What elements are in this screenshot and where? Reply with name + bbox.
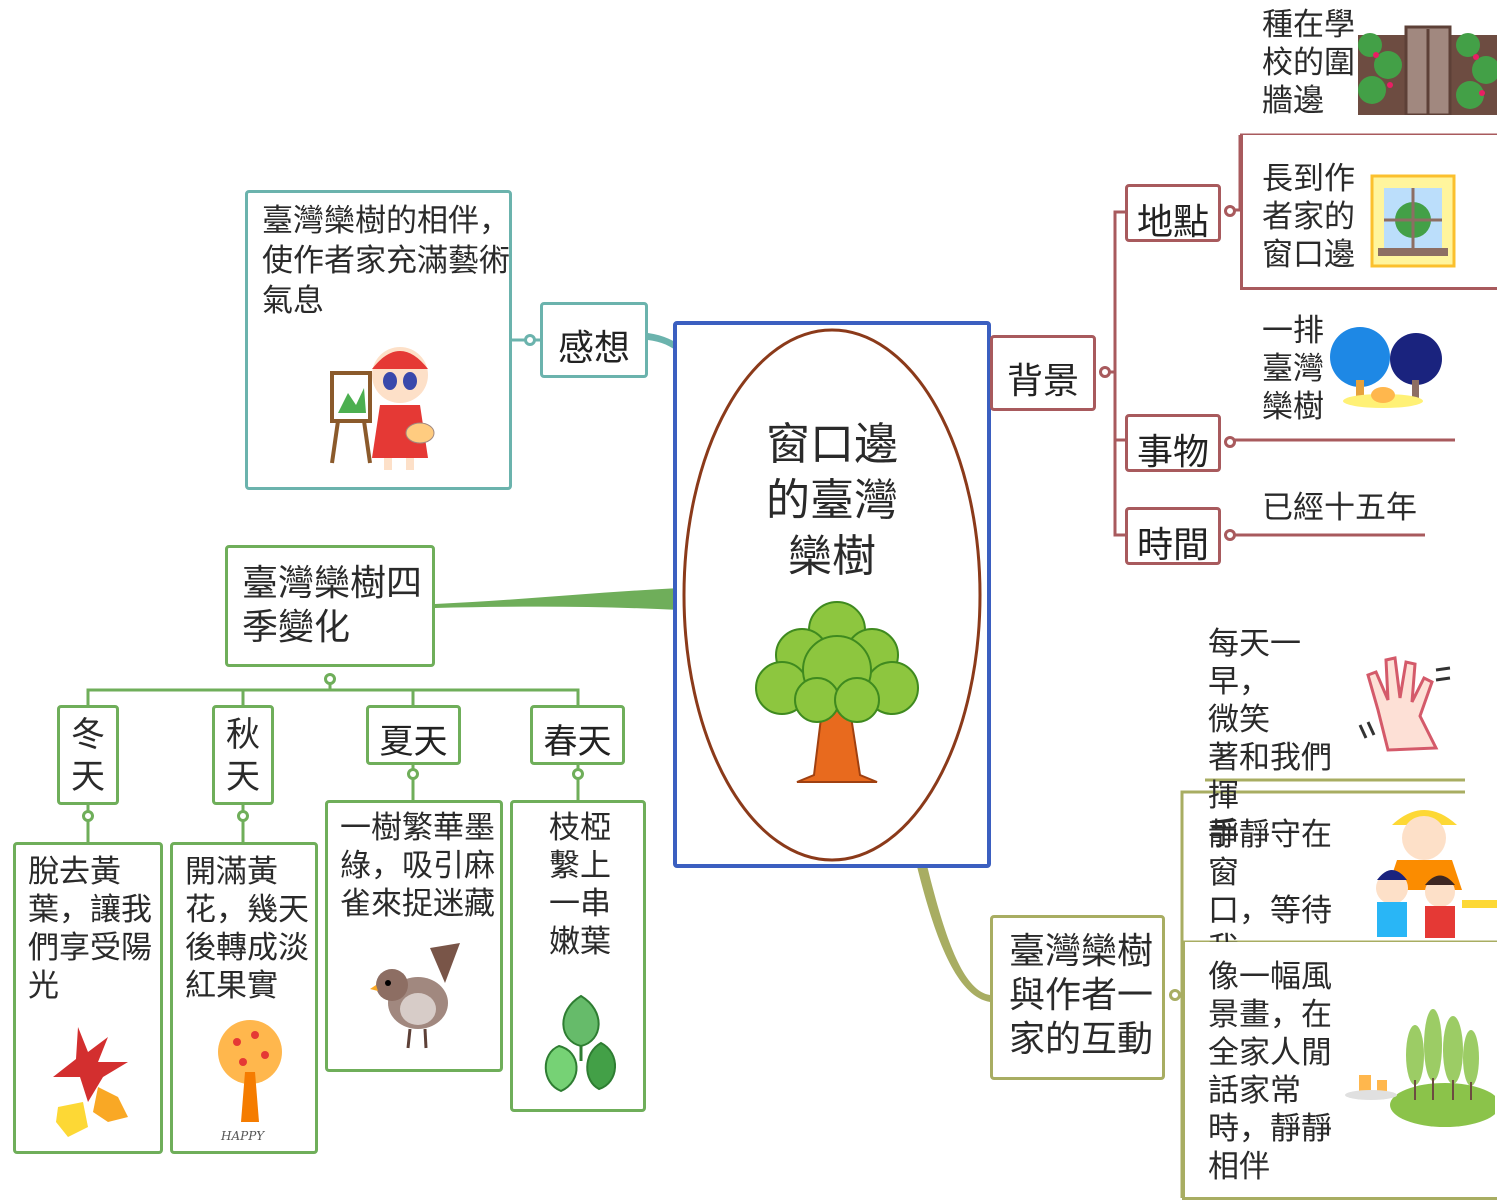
leaves-icon bbox=[544, 994, 616, 1093]
thing-label: 事物 bbox=[1136, 432, 1209, 473]
thing-text: 一排 臺灣 欒樹 bbox=[1262, 313, 1324, 425]
season-spring-label: 春天 bbox=[543, 722, 612, 762]
seasons-label: 臺灣欒樹四 季變化 bbox=[242, 563, 423, 648]
interaction-item-1-text: 每天一早， 微笑 著和我們揮 手 bbox=[1208, 626, 1332, 852]
feelings-branch[interactable]: 感想 bbox=[540, 302, 648, 378]
collapse-toggle-feelings[interactable] bbox=[524, 334, 536, 346]
central-ellipse bbox=[682, 328, 982, 862]
season-autumn[interactable]: 秋 天 bbox=[212, 705, 274, 805]
feelings-text: 臺灣欒樹的相伴， 使作者家充滿藝術 氣息 bbox=[262, 203, 510, 319]
family-icon bbox=[1376, 810, 1497, 938]
autumn-caption: HAPPY bbox=[221, 1129, 265, 1143]
landscape-icon bbox=[1345, 1009, 1495, 1127]
background-label: 背景 bbox=[1006, 361, 1079, 402]
place-item-1-text: 種在學 校的圍 牆邊 bbox=[1262, 7, 1355, 119]
autumn-detail: 開滿黃 花，幾天 後轉成淡 紅果實 HAPPY bbox=[170, 842, 318, 1154]
collapse-toggle-autumn[interactable] bbox=[237, 810, 249, 822]
feelings-detail: 臺灣欒樹的相伴， 使作者家充滿藝術 氣息 bbox=[245, 190, 512, 490]
spring-text: 枝椏 繫上 一串 嫩葉 bbox=[549, 810, 611, 960]
winter-text: 脫去黃 葉，讓我 們享受陽 光 bbox=[28, 854, 152, 1004]
winter-detail: 脫去黃 葉，讓我 們享受陽 光 bbox=[13, 842, 163, 1154]
time-label: 時間 bbox=[1136, 525, 1209, 566]
season-winter[interactable]: 冬 天 bbox=[57, 705, 119, 805]
collapse-toggle-thing[interactable] bbox=[1224, 436, 1236, 448]
place-node[interactable]: 地點 bbox=[1125, 184, 1221, 243]
spring-detail: 枝椏 繫上 一串 嫩葉 bbox=[510, 800, 646, 1112]
collapse-toggle-seasons[interactable] bbox=[324, 673, 336, 685]
central-topic[interactable]: 窗口邊 的臺灣 欒樹 bbox=[673, 321, 991, 868]
central-title: 窗口邊 的臺灣 欒樹 bbox=[766, 419, 898, 582]
collapse-toggle-time[interactable] bbox=[1224, 529, 1236, 541]
painter-girl-icon bbox=[330, 347, 435, 470]
time-text: 已經十五年 bbox=[1262, 490, 1417, 526]
collapse-toggle-background[interactable] bbox=[1099, 366, 1111, 378]
window-icon bbox=[1370, 174, 1456, 268]
thing-node[interactable]: 事物 bbox=[1125, 414, 1221, 473]
time-node[interactable]: 時間 bbox=[1125, 507, 1221, 566]
collapse-toggle-place[interactable] bbox=[1224, 205, 1236, 217]
season-autumn-label: 秋 天 bbox=[226, 715, 260, 797]
season-summer-label: 夏天 bbox=[379, 722, 448, 762]
waving-hand-icon bbox=[1358, 656, 1451, 752]
place-label: 地點 bbox=[1136, 202, 1209, 243]
sparrow-icon bbox=[370, 943, 460, 1049]
falling-leaves-icon bbox=[53, 1027, 128, 1137]
background-branch[interactable]: 背景 bbox=[990, 335, 1096, 411]
place-item-2-text: 長到作 者家的 窗口邊 bbox=[1262, 161, 1355, 273]
interaction-item-3-text: 像一幅風 景畫，在 全家人閒 話家常 時，靜靜 相伴 bbox=[1208, 959, 1332, 1185]
feelings-label: 感想 bbox=[557, 328, 630, 369]
trees-icon bbox=[1330, 327, 1442, 408]
collapse-toggle-spring[interactable] bbox=[572, 768, 584, 780]
autumn-text: 開滿黃 花，幾天 後轉成淡 紅果實 bbox=[185, 854, 309, 1004]
tree-icon bbox=[755, 601, 919, 783]
collapse-toggle-interaction[interactable] bbox=[1169, 989, 1181, 1001]
season-winter-label: 冬 天 bbox=[71, 715, 105, 797]
season-summer[interactable]: 夏天 bbox=[366, 705, 461, 765]
collapse-toggle-summer[interactable] bbox=[407, 768, 419, 780]
summer-detail: 一樹繁華墨 綠，吸引麻 雀來捉迷藏 bbox=[325, 800, 503, 1072]
summer-text: 一樹繁華墨 綠，吸引麻 雀來捉迷藏 bbox=[340, 810, 495, 922]
interaction-item-3 bbox=[1182, 942, 1497, 1200]
fruit-tree-icon bbox=[218, 1020, 282, 1122]
school-gate-icon bbox=[1358, 25, 1497, 115]
season-spring[interactable]: 春天 bbox=[530, 705, 625, 765]
seasons-branch[interactable]: 臺灣欒樹四 季變化 bbox=[225, 545, 435, 667]
collapse-toggle-winter[interactable] bbox=[82, 810, 94, 822]
interaction-label: 臺灣欒樹 與作者一 家的互動 bbox=[1009, 931, 1154, 1060]
interaction-branch[interactable]: 臺灣欒樹 與作者一 家的互動 bbox=[990, 915, 1165, 1080]
